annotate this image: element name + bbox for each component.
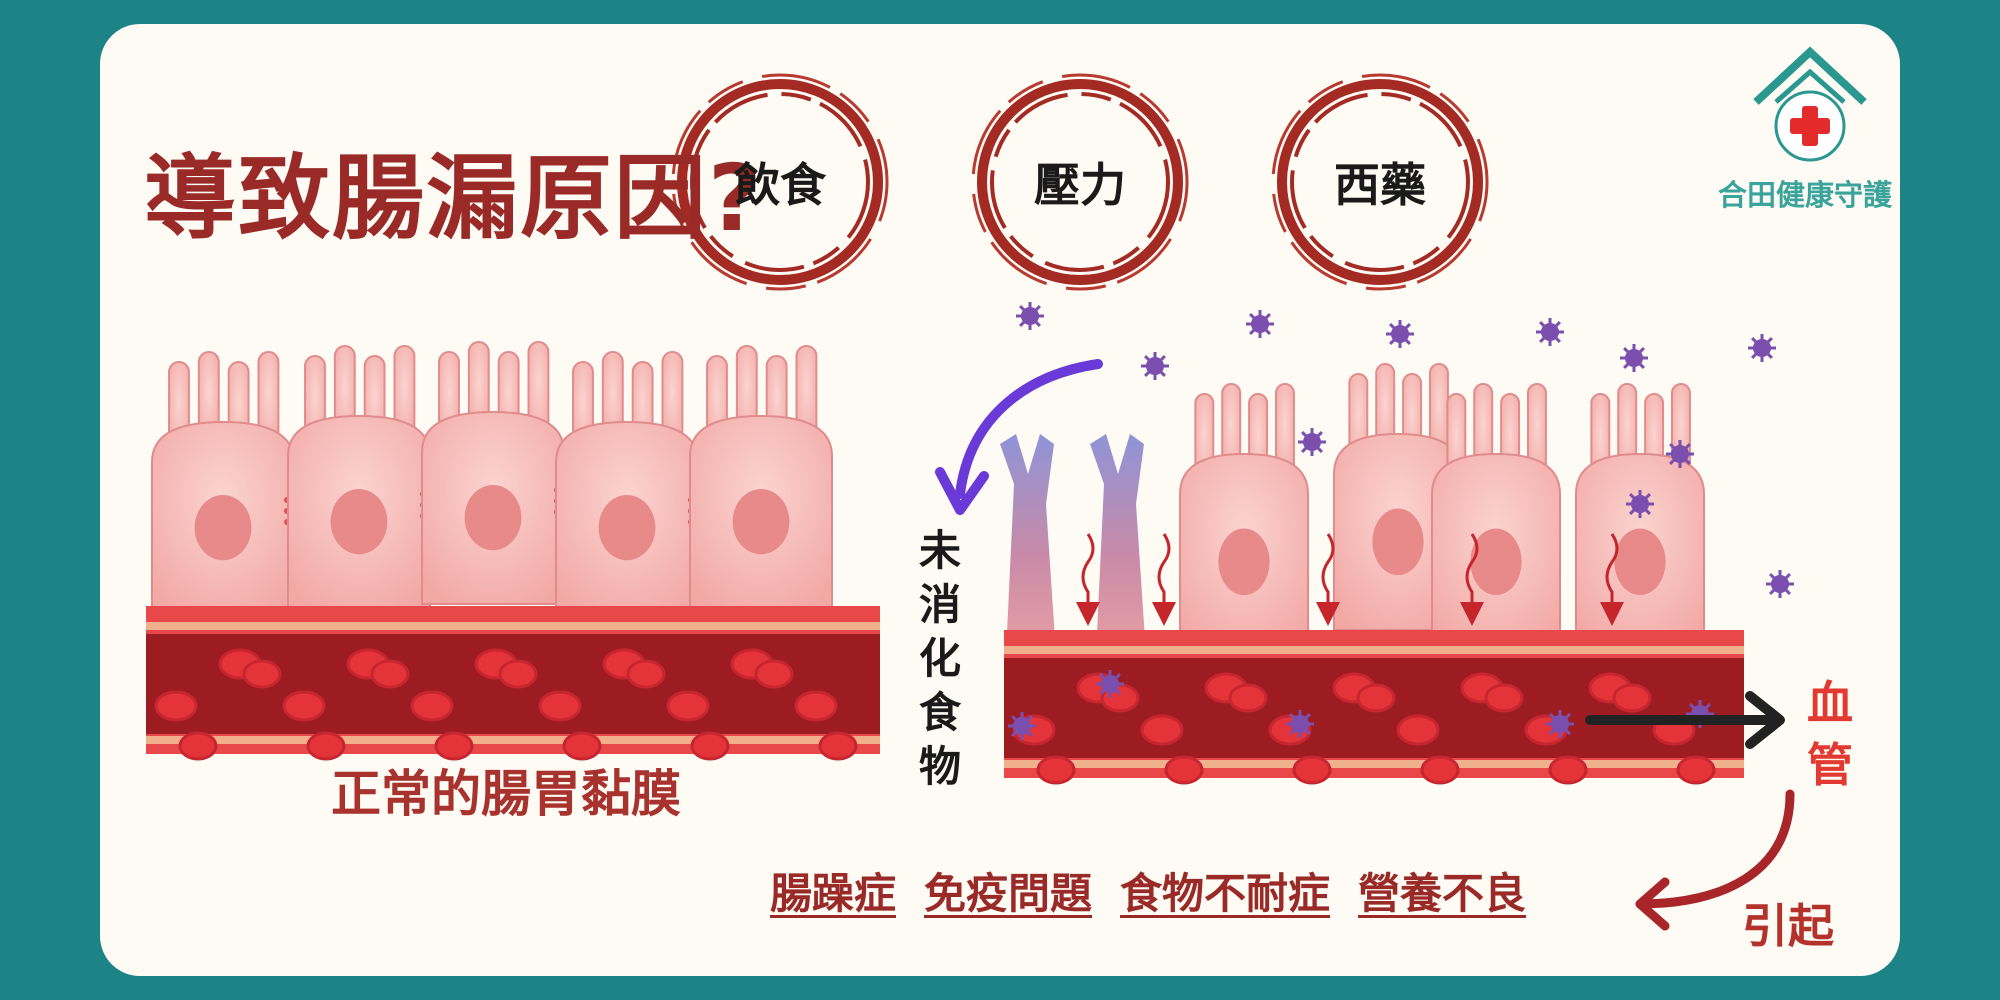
pathogen-icon xyxy=(1298,428,1326,456)
red-blood-cell xyxy=(666,690,710,722)
red-blood-cell xyxy=(1140,714,1184,746)
leak-arrow xyxy=(1152,533,1176,626)
normal-mucosa xyxy=(146,341,880,761)
pathogen-icon xyxy=(1016,302,1044,330)
epithelial-cell xyxy=(1179,383,1309,651)
leaky-cell-layer xyxy=(1000,363,1705,654)
normal-blood-cells xyxy=(154,648,858,761)
red-blood-cell xyxy=(1484,683,1524,713)
red-blood-cell xyxy=(1356,683,1396,713)
condition-immune: 免疫問題 xyxy=(924,869,1093,918)
red-blood-cell xyxy=(1164,755,1204,785)
red-blood-cell xyxy=(794,690,838,722)
epithelial-cell xyxy=(689,345,833,609)
leak-arrow xyxy=(1316,533,1340,626)
pathogen-icon xyxy=(1666,440,1694,468)
red-blood-cell xyxy=(1396,714,1440,746)
red-blood-cell xyxy=(282,690,326,722)
red-blood-cell xyxy=(538,690,582,722)
red-blood-cell xyxy=(1612,683,1652,713)
red-blood-cell xyxy=(562,731,602,761)
leak-arrow xyxy=(1600,533,1624,626)
undigested-food-label: 未消化食物 xyxy=(918,526,961,791)
red-blood-cell xyxy=(242,659,282,689)
epithelial-cell xyxy=(1431,383,1561,651)
red-blood-cell xyxy=(690,731,730,761)
epithelial-cell xyxy=(555,351,699,615)
pathogen-icon xyxy=(1141,352,1169,380)
cause-label-diet: 飲食 xyxy=(734,158,826,212)
red-blood-cell xyxy=(410,690,454,722)
epithelial-cell xyxy=(421,341,565,605)
pathogen-icon xyxy=(1620,344,1648,372)
cause-ring-stress xyxy=(971,73,1189,291)
condition-malnutrition: 營養不良 xyxy=(1358,869,1527,918)
pathogen-icon xyxy=(1246,310,1274,338)
leaky-blood-vessel xyxy=(1004,630,1744,785)
cause-label-drugs: 西藥 xyxy=(1334,158,1426,212)
red-blood-cell xyxy=(626,659,666,689)
condition-ibs: 腸躁症 xyxy=(770,869,897,918)
conditions-list: 腸躁症免疫問題食物不耐症營養不良 xyxy=(770,860,1554,921)
epithelial-cell xyxy=(151,351,295,615)
pathogen-icon xyxy=(1096,670,1124,698)
red-blood-cell xyxy=(434,731,474,761)
leak-arrow xyxy=(1460,533,1484,626)
epithelial-cell xyxy=(1333,363,1463,631)
logo-text: 合田健康守護 xyxy=(1718,178,1893,212)
red-blood-cell xyxy=(818,731,858,761)
cause-arrow xyxy=(1635,789,1795,931)
pathogen-icon xyxy=(1766,570,1794,598)
diagram-art xyxy=(146,46,1867,931)
normal-cell-layer xyxy=(151,341,833,615)
epithelial-cell xyxy=(1575,383,1705,651)
condition-food-intolerance: 食物不耐症 xyxy=(1120,869,1331,918)
red-blood-cell xyxy=(1548,755,1588,785)
pathogen-icon xyxy=(1008,712,1036,740)
red-blood-cell xyxy=(370,659,410,689)
pathogens xyxy=(1008,302,1794,740)
house-cross-icon xyxy=(1753,46,1867,162)
undigested-arrow xyxy=(935,359,1103,515)
leak-arrow xyxy=(1076,533,1100,626)
red-blood-cell xyxy=(306,731,346,761)
red-blood-cell xyxy=(1228,683,1268,713)
cause-ring-drugs xyxy=(1271,73,1489,291)
cause-ring-diet xyxy=(671,73,889,291)
leak-arrows xyxy=(1076,533,1624,626)
pathogen-icon xyxy=(1536,318,1564,346)
leaky-blood-cells xyxy=(1012,672,1716,785)
red-blood-cell xyxy=(178,731,218,761)
infographic-card: 導致腸漏原因? 飲食 壓力 西藥 合田健康守護 正常的腸胃黏膜 未消化食物 血管… xyxy=(100,24,1900,976)
red-blood-cell xyxy=(1036,755,1076,785)
red-blood-cell xyxy=(1420,755,1460,785)
normal-blood-vessel xyxy=(146,606,880,761)
into-blood-arrow xyxy=(1585,691,1785,749)
pathogen-icon xyxy=(1386,320,1414,348)
page-title: 導致腸漏原因? xyxy=(144,145,764,252)
leaky-mucosa xyxy=(1000,302,1794,785)
pathogen-icon xyxy=(1748,334,1776,362)
red-blood-cell xyxy=(754,659,794,689)
cause-label: 引起 xyxy=(1742,899,1834,953)
red-blood-cell xyxy=(154,690,198,722)
blood-vessel-label: 血管 xyxy=(1807,676,1853,792)
pathogen-icon xyxy=(1286,710,1314,738)
damaged-cells xyxy=(1000,434,1146,654)
red-blood-cell xyxy=(1292,755,1332,785)
normal-mucosa-caption: 正常的腸胃黏膜 xyxy=(331,765,681,823)
pathogen-icon xyxy=(1546,710,1574,738)
pathogen-icon xyxy=(1626,490,1654,518)
red-blood-cell xyxy=(498,659,538,689)
red-blood-cell xyxy=(1676,755,1716,785)
epithelial-cell xyxy=(287,345,431,609)
cause-label-stress: 壓力 xyxy=(1034,158,1126,212)
